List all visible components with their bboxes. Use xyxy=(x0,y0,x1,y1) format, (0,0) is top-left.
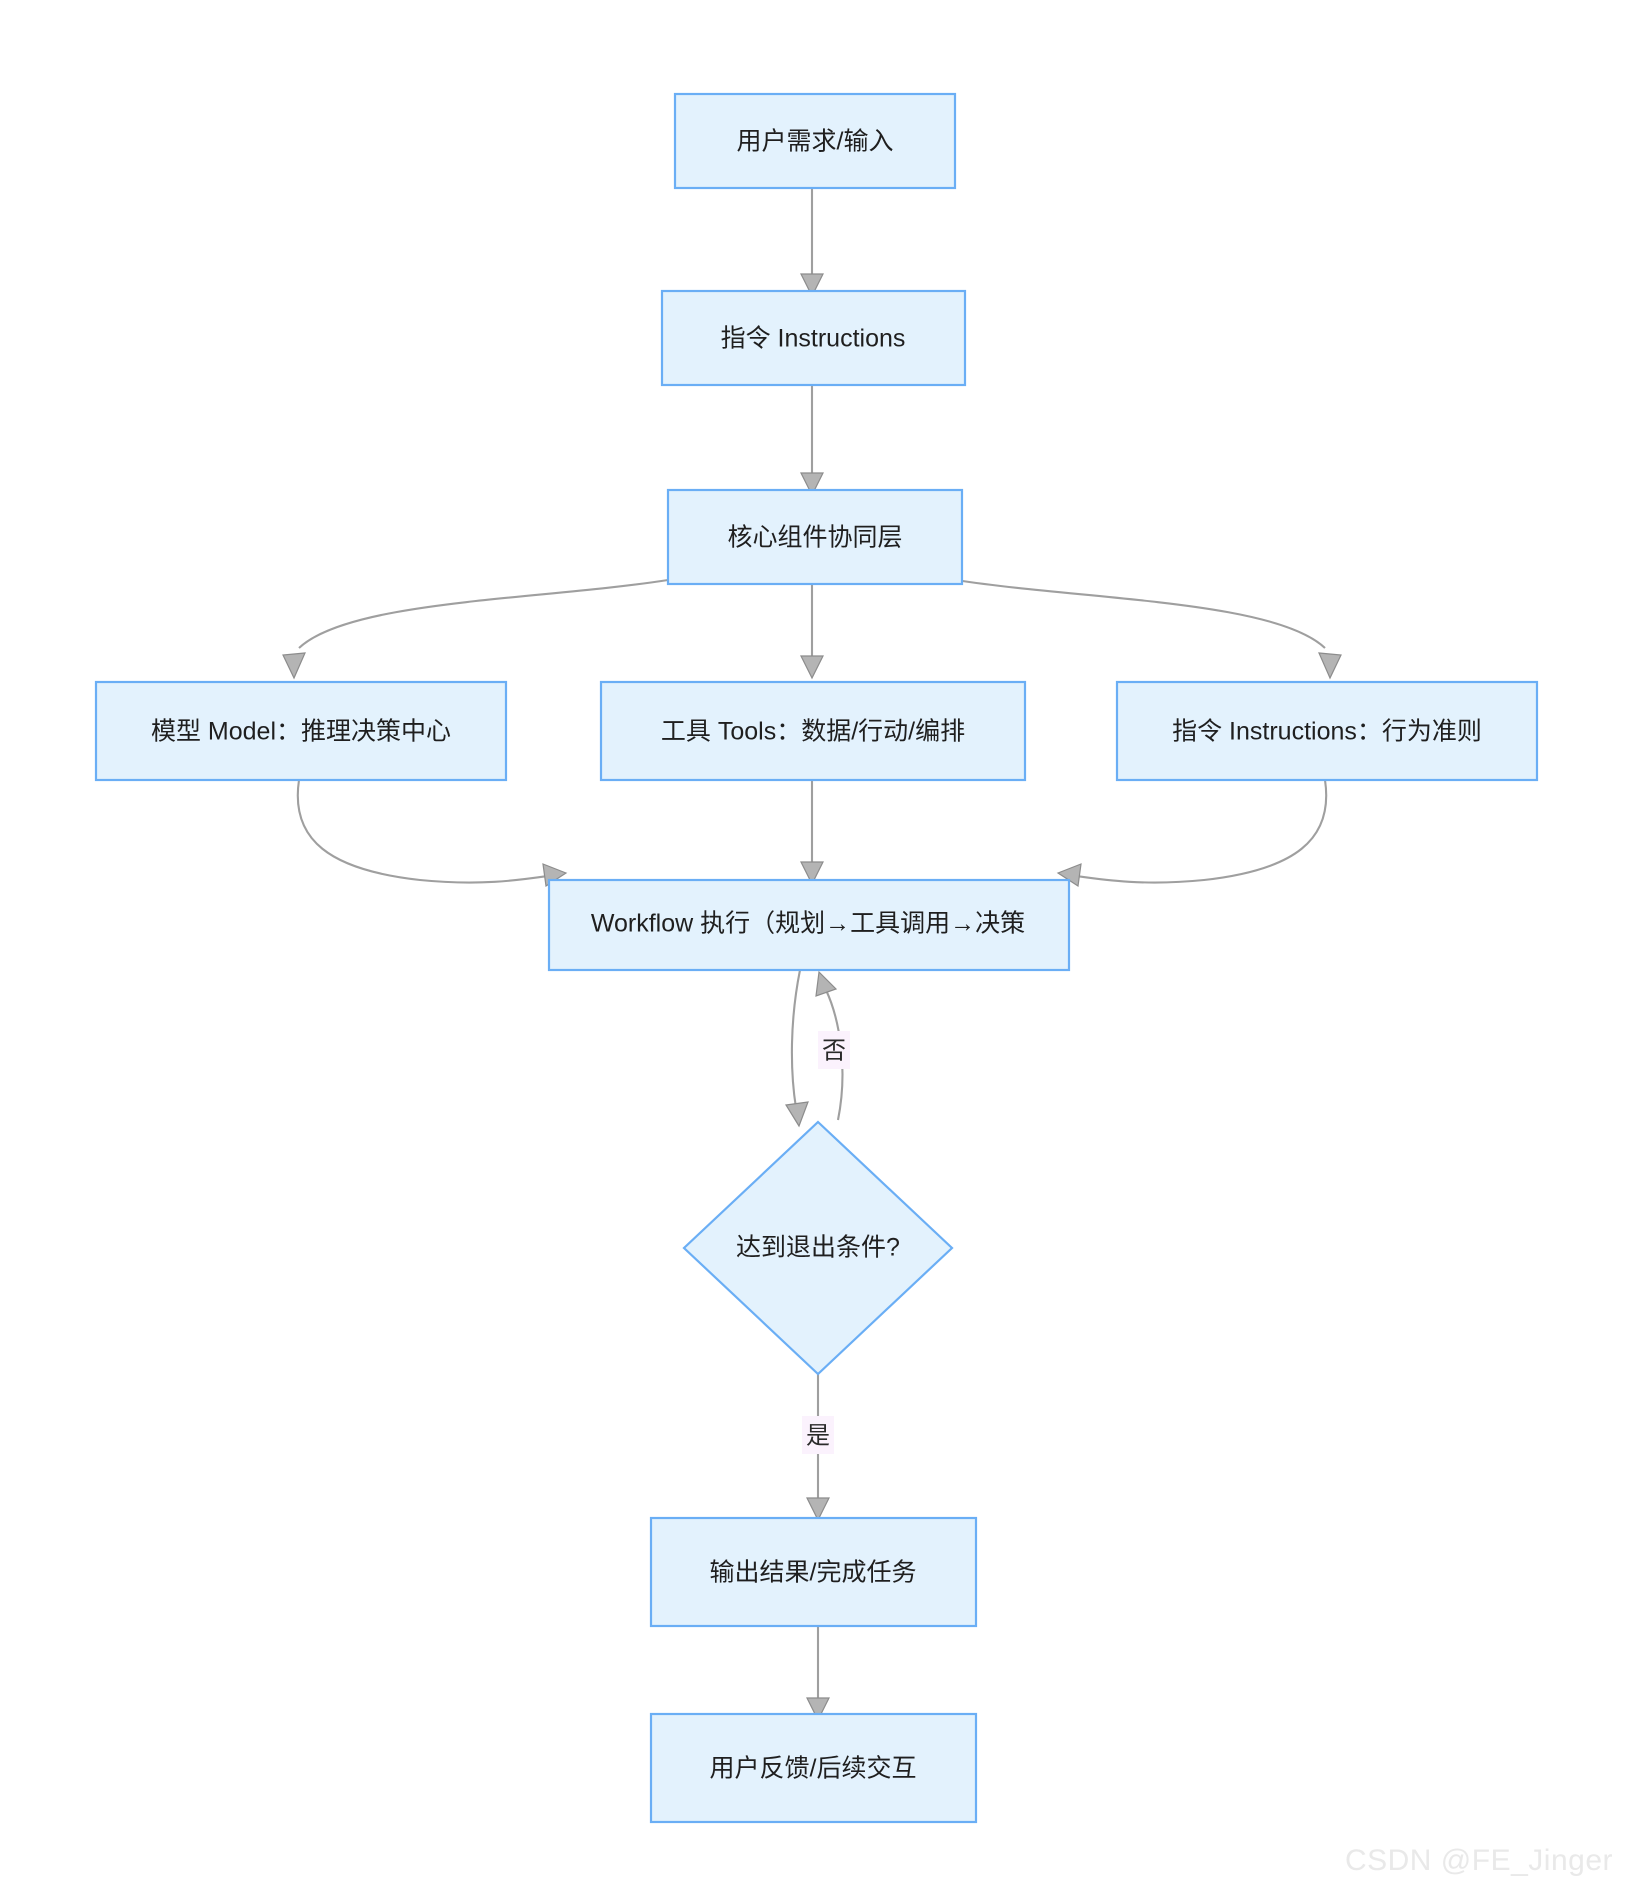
edge-n3-n6 xyxy=(955,578,1342,680)
node-layer: 用户需求/输入 指令 Instructions 核心组件协同层 模型 Model… xyxy=(94,92,1539,1824)
arrow-head-icon xyxy=(800,472,824,497)
arrow-head-icon xyxy=(800,655,824,680)
edge-line xyxy=(1075,779,1328,884)
node-instructions[interactable]: 指令 Instructions xyxy=(660,289,967,387)
node-output-result[interactable]: 输出结果/完成任务 xyxy=(649,1516,978,1628)
edge-layer xyxy=(282,188,1342,1722)
edge-label-yes: 是 xyxy=(802,1416,834,1454)
edge-label-background xyxy=(818,1031,850,1069)
edge-label-layer: 否 是 xyxy=(802,1031,850,1454)
edge-label-no-text: 否 xyxy=(822,1037,846,1064)
node-box[interactable] xyxy=(666,488,964,586)
node-label-core-component-layer: 核心组件协同层 xyxy=(727,524,902,552)
arrow-head-icon xyxy=(815,970,838,997)
arrow-head-icon xyxy=(806,1697,830,1722)
edge-line xyxy=(955,578,1326,649)
edge-label-yes-text: 是 xyxy=(806,1422,830,1449)
node-model[interactable]: 模型 Model：推理决策中心 xyxy=(94,680,508,782)
edge-n1-n2 xyxy=(800,188,824,298)
node-tools[interactable]: 工具 Tools：数据/行动/编排 xyxy=(599,680,1027,782)
node-label-workflow-execution: Workflow 执行（规划→工具调用→决策 xyxy=(591,910,1025,938)
edge-n7-n8 xyxy=(785,969,809,1128)
node-workflow-execution[interactable]: Workflow 执行（规划→工具调用→决策 xyxy=(547,878,1071,972)
node-box[interactable] xyxy=(599,680,1027,782)
edge-n3-n4 xyxy=(282,578,669,680)
node-box[interactable] xyxy=(94,680,508,782)
edge-label-background xyxy=(802,1416,834,1454)
csdn-watermark: CSDN @FE_Jinger xyxy=(1344,1844,1613,1877)
node-label-instructions: 指令 Instructions xyxy=(721,325,906,353)
edge-line xyxy=(296,779,549,884)
node-exit-condition-decision[interactable]: 达到退出条件? xyxy=(682,1120,954,1376)
node-label-user-feedback: 用户反馈/后续交互 xyxy=(710,1755,917,1783)
edge-n3-n5 xyxy=(800,584,824,680)
arrow-head-icon xyxy=(282,652,306,680)
node-box[interactable] xyxy=(673,92,957,190)
node-label-output-result: 输出结果/完成任务 xyxy=(710,1559,917,1587)
node-user-feedback[interactable]: 用户反馈/后续交互 xyxy=(649,1712,978,1824)
arrow-head-icon xyxy=(1318,652,1342,680)
edge-n4-n7 xyxy=(296,779,568,888)
node-label-user-request-input: 用户需求/输入 xyxy=(737,128,894,156)
arrow-head-icon xyxy=(806,1497,830,1522)
edge-label-no: 否 xyxy=(818,1031,850,1069)
node-box[interactable] xyxy=(649,1712,978,1824)
edge-n5-n7 xyxy=(800,780,824,886)
node-box[interactable] xyxy=(547,878,1071,972)
edge-n9-n10 xyxy=(806,1626,830,1722)
node-label-exit-condition: 达到退出条件? xyxy=(736,1234,900,1262)
arrow-head-icon xyxy=(800,273,824,298)
node-box[interactable] xyxy=(1115,680,1539,782)
node-box[interactable] xyxy=(649,1516,978,1628)
node-label-model: 模型 Model：推理决策中心 xyxy=(151,718,451,746)
edge-line xyxy=(298,578,669,649)
node-label-tools: 工具 Tools：数据/行动/编排 xyxy=(661,718,965,746)
node-label-instructions-rules: 指令 Instructions：行为准则 xyxy=(1172,718,1482,746)
arrow-head-icon xyxy=(800,861,824,886)
edge-line xyxy=(790,969,802,1109)
node-core-component-layer[interactable]: 核心组件协同层 xyxy=(666,488,964,586)
edge-n6-n7 xyxy=(1056,779,1328,888)
node-box[interactable] xyxy=(660,289,967,387)
edge-n2-n3 xyxy=(800,385,824,497)
arrow-head-icon xyxy=(785,1101,809,1128)
node-diamond[interactable] xyxy=(682,1120,954,1376)
node-instructions-rules[interactable]: 指令 Instructions：行为准则 xyxy=(1115,680,1539,782)
node-user-request-input[interactable]: 用户需求/输入 xyxy=(673,92,957,190)
